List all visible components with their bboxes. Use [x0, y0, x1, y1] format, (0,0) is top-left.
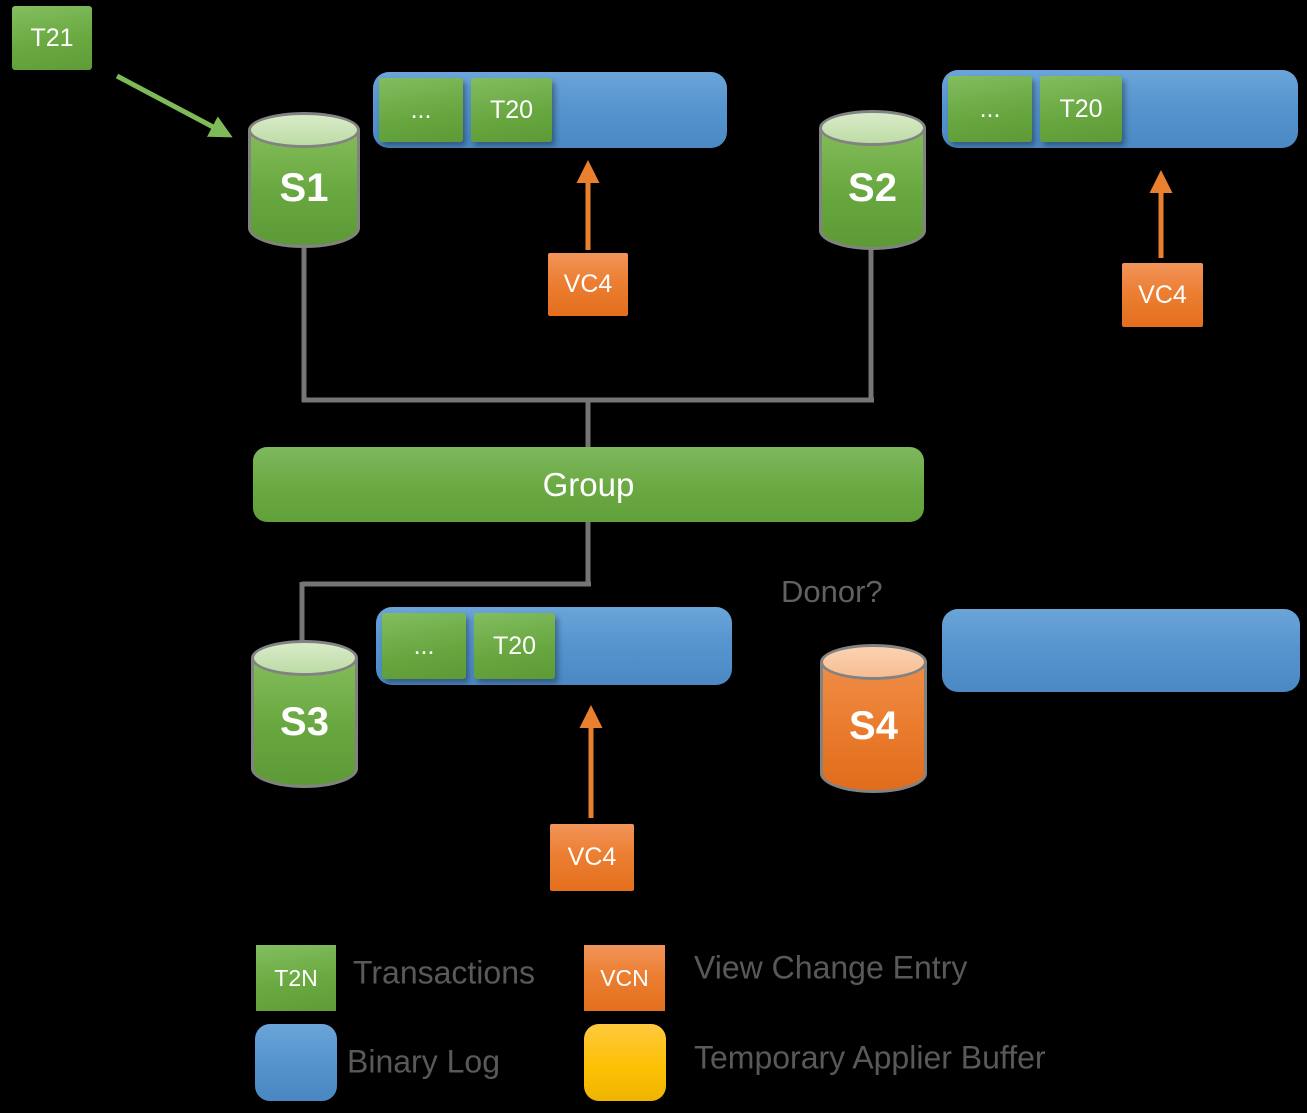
s2-cylinder-body: S2: [819, 128, 926, 250]
binary-log-s1: ... T20: [373, 72, 727, 148]
binary-log-s3: ... T20: [376, 607, 732, 685]
legend-label-view-change: View Change Entry: [694, 949, 968, 986]
legend-swatch-view-change-label: VCN: [600, 964, 649, 991]
s2-cylinder-top: [819, 110, 926, 146]
donor-question-label: Donor?: [781, 574, 883, 609]
vc4-box-s2: VC4: [1122, 263, 1203, 327]
s4-cylinder-body: S4: [820, 662, 927, 793]
legend-label-applier-buffer: Temporary Applier Buffer: [694, 1039, 1046, 1076]
t21-transaction-box: T21: [12, 6, 92, 70]
legend-swatch-binary-log: [255, 1024, 337, 1101]
s1-label: S1: [279, 165, 329, 210]
s1-cylinder-body: S1: [248, 130, 360, 248]
binlog-entry: ...: [382, 613, 466, 679]
vc4-box-s1: VC4: [548, 253, 628, 316]
t21-to-s1-arrow: [115, 73, 233, 138]
t21-label: T21: [30, 23, 74, 52]
binary-log-s4-empty: [942, 609, 1300, 692]
s2-label: S2: [848, 165, 897, 210]
s4-label: S4: [849, 704, 898, 748]
binary-log-s2: ... T20: [942, 70, 1298, 148]
binlog-entry: T20: [474, 613, 555, 679]
legend-label-binary-log: Binary Log: [347, 1043, 500, 1080]
s3-cylinder-body: S3: [251, 658, 358, 788]
s3-label: S3: [280, 699, 329, 744]
vc4-box-s3: VC4: [550, 824, 634, 891]
server-cylinder-s2: S2: [819, 110, 926, 250]
legend-swatch-transactions-label: T2N: [274, 964, 318, 991]
s4-cylinder-top: [820, 644, 927, 680]
binlog-entry: ...: [379, 78, 463, 142]
s3-cylinder-top: [251, 640, 358, 676]
group-bar: Group: [253, 447, 924, 522]
s1-cylinder-top: [248, 112, 360, 148]
legend-swatch-applier-buffer: [584, 1024, 666, 1101]
server-cylinder-s4: S4: [820, 644, 927, 793]
legend-swatch-view-change: VCN: [584, 945, 665, 1011]
legend-swatch-transactions: T2N: [256, 945, 336, 1011]
binlog-entry: T20: [471, 78, 552, 142]
server-cylinder-s1: S1: [248, 112, 360, 248]
server-cylinder-s3: S3: [251, 640, 358, 788]
legend-label-transactions: Transactions: [353, 954, 535, 991]
binlog-entry: T20: [1040, 76, 1122, 142]
binlog-entry: ...: [948, 76, 1032, 142]
